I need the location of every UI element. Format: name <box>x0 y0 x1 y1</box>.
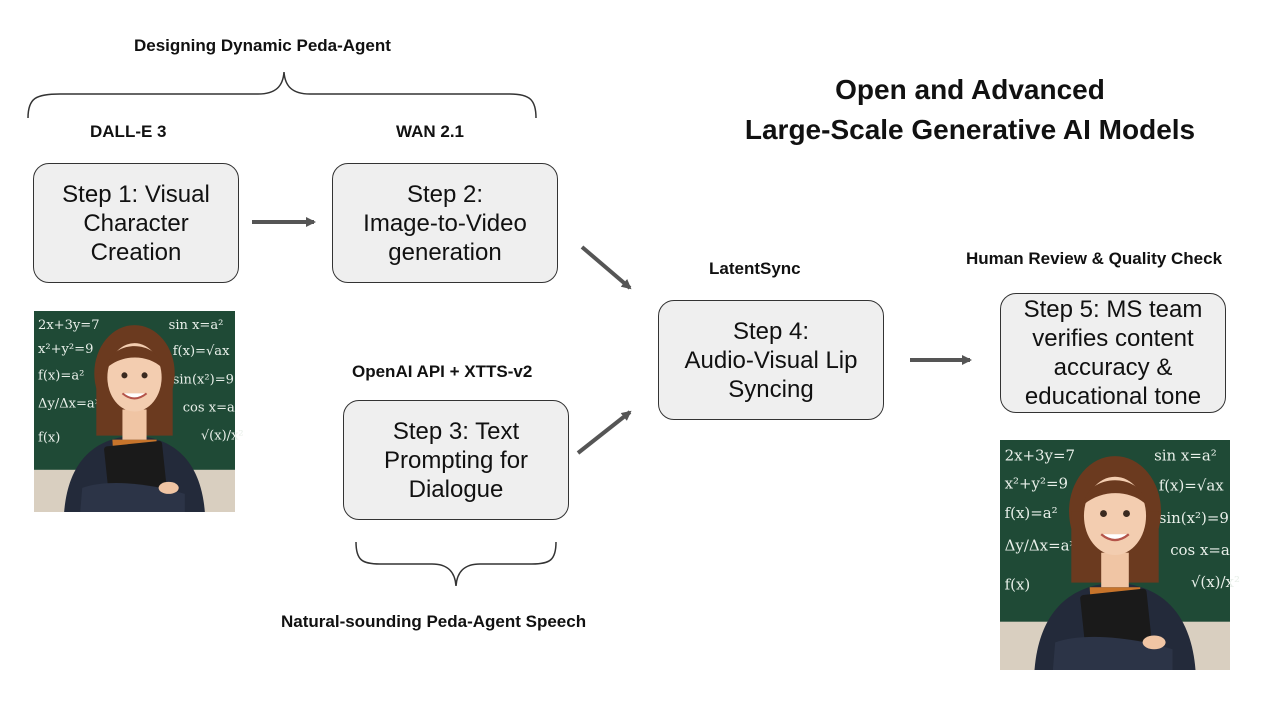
openai-label: OpenAI API + XTTS-v2 <box>352 362 533 381</box>
step-4-line: Audio-Visual Lip <box>684 346 858 374</box>
board-eq: Δy/Δx=aˣ <box>1005 536 1076 554</box>
board-eq: f(x)=√ax <box>173 344 230 359</box>
step-2-line: Image-to-Video <box>363 209 527 237</box>
reviewed-teacher-image: 2x+3y=7 x²+y²=9 f(x)=a² Δy/Δx=aˣ f(x) si… <box>1000 440 1240 670</box>
board-eq: sin x=a² <box>169 318 224 333</box>
step-5-line: Step 5: MS team <box>1023 296 1203 323</box>
board-eq: sin x=a² <box>1154 447 1217 465</box>
board-eq: f(x)=a² <box>38 368 84 383</box>
natural-speech-label: Natural-sounding Peda-Agent Speech <box>281 612 587 631</box>
board-eq: f(x) <box>38 431 60 446</box>
latentsync-label: LatentSync <box>709 259 801 278</box>
step-4-box: Step 4: Audio-Visual Lip Syncing <box>658 300 884 420</box>
board-eq: cos x=a <box>183 401 235 416</box>
board-eq: x²+y²=9 <box>38 342 93 357</box>
board-eq: √(x)/x² <box>1191 573 1240 591</box>
bottom-brace <box>355 541 557 587</box>
board-eq: f(x)=√ax <box>1159 477 1225 495</box>
arrow-step3-to-step4 <box>576 410 632 455</box>
dalle-label: DALL-E 3 <box>90 122 167 141</box>
board-eq: 2x+3y=7 <box>38 318 100 333</box>
step-5-box: Step 5: MS team verifies content accurac… <box>1000 293 1226 413</box>
teacher-character-image: 2x+3y=7 x²+y²=9 f(x)=a² Δy/Δx=aˣ f(x) si… <box>34 311 244 512</box>
designing-label: Designing Dynamic Peda-Agent <box>134 36 391 55</box>
board-eq: 2x+3y=7 <box>1005 447 1075 465</box>
board-eq: sin(x²)=9 <box>1159 509 1229 527</box>
top-brace <box>27 71 537 119</box>
step-1-box: Step 1: Visual Character Creation <box>33 163 239 283</box>
board-eq: √(x)/x² <box>201 429 244 444</box>
arrow-step2-to-step4 <box>580 245 632 290</box>
teacher-illustration: 2x+3y=7 x²+y²=9 f(x)=a² Δy/Δx=aˣ f(x) si… <box>1000 440 1240 670</box>
step-1-line: Character <box>83 209 189 237</box>
step-3-line: Prompting for <box>383 446 529 474</box>
step-5-line: educational tone <box>1024 383 1202 410</box>
step-3-line: Step 3: Text <box>392 417 520 445</box>
board-eq: Δy/Δx=aˣ <box>38 396 100 411</box>
teacher-illustration: 2x+3y=7 x²+y²=9 f(x)=a² Δy/Δx=aˣ f(x) si… <box>34 311 244 512</box>
step-5-line: accuracy & <box>1053 354 1173 381</box>
human-review-label: Human Review & Quality Check <box>966 249 1223 268</box>
step-3-line: Dialogue <box>408 475 504 503</box>
step-5-line: verifies content <box>1032 325 1194 352</box>
step-2-line: generation <box>388 238 502 266</box>
board-eq: cos x=a <box>1170 541 1230 559</box>
board-eq: sin(x²)=9 <box>173 372 234 387</box>
title-line-2: Large-Scale Generative AI Models <box>744 114 1196 145</box>
board-eq: f(x) <box>1005 576 1031 594</box>
step-1-line: Creation <box>90 238 182 266</box>
diagram-title: Open and Advanced Large-Scale Generative… <box>710 70 1230 150</box>
step-2-box: Step 2: Image-to-Video generation <box>332 163 558 283</box>
step-4-line: Step 4: <box>732 317 810 345</box>
title-line-1: Open and Advanced <box>835 74 1105 105</box>
board-eq: f(x)=a² <box>1005 504 1058 522</box>
step-2-line: Step 2: <box>406 180 484 208</box>
board-eq: x²+y²=9 <box>1005 474 1068 492</box>
step-4-line: Syncing <box>728 375 814 403</box>
step-1-line: Step 1: Visual <box>62 180 210 208</box>
step-3-box: Step 3: Text Prompting for Dialogue <box>343 400 569 520</box>
wan-label: WAN 2.1 <box>396 122 465 141</box>
